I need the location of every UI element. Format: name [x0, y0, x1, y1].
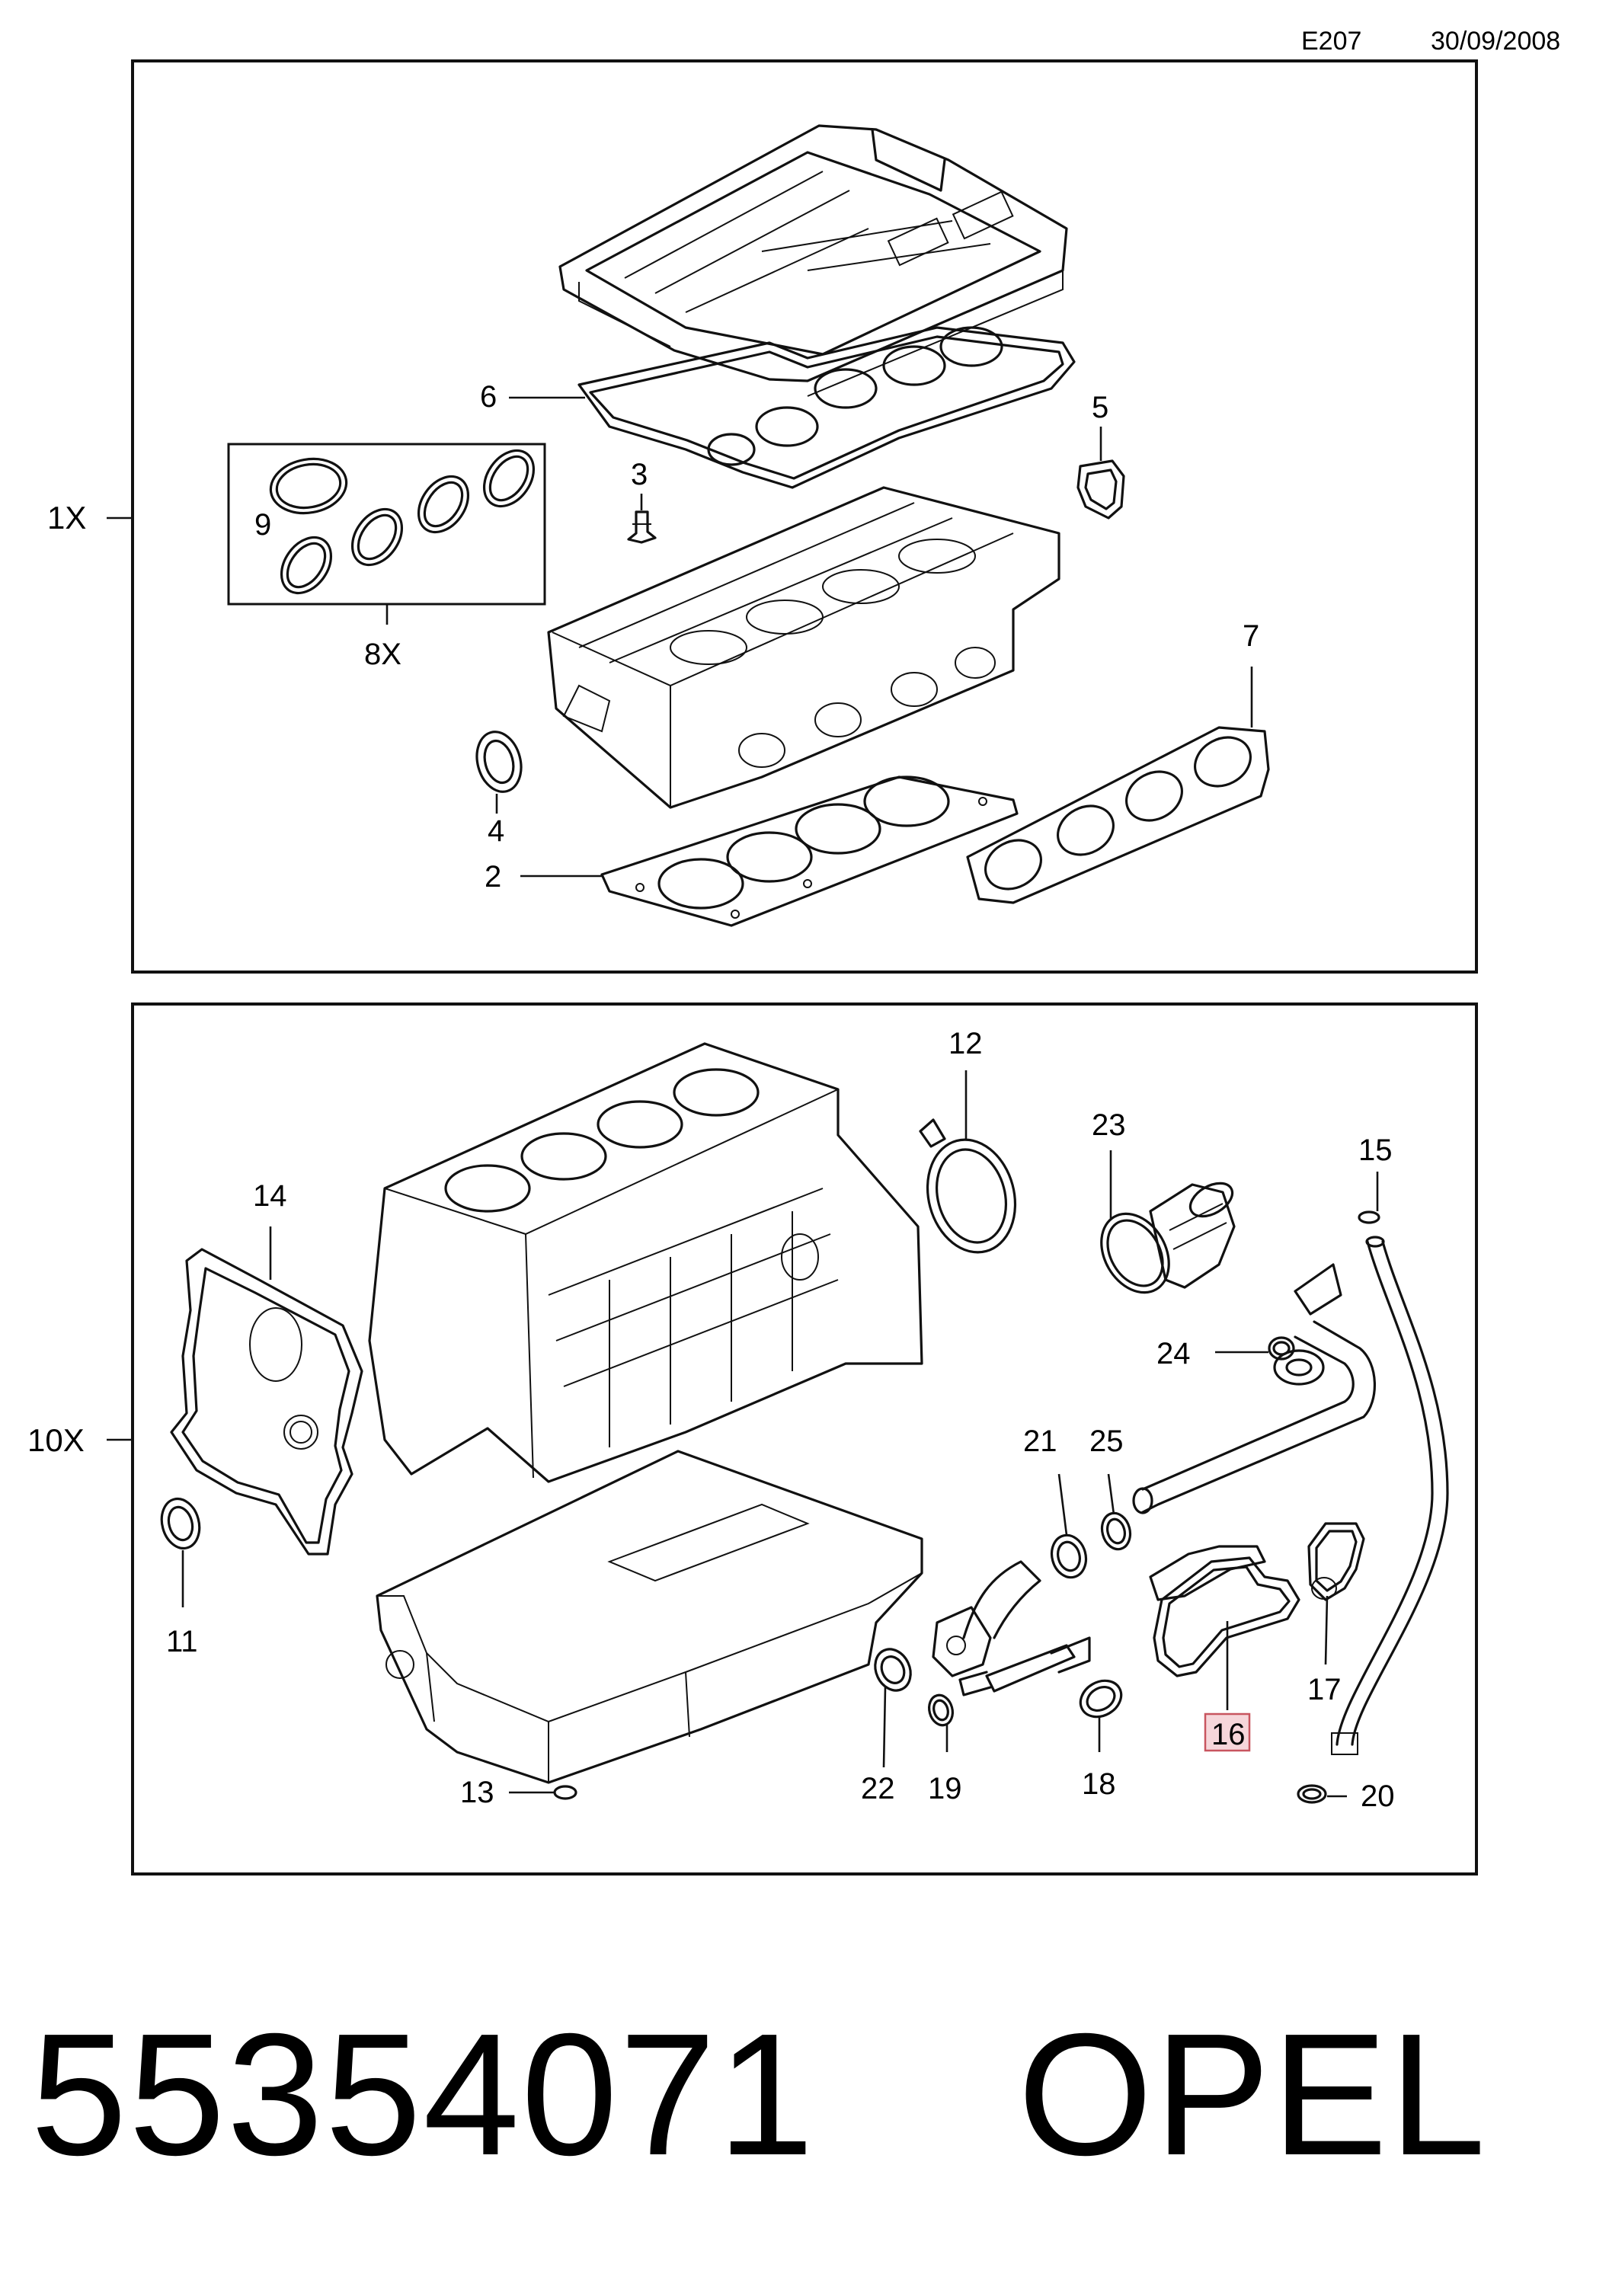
callout-2: 2 [485, 860, 501, 894]
callout-23: 23 [1092, 1108, 1126, 1142]
dipstick-tube-drawing [1331, 1236, 1449, 1755]
part-17-drawing [1307, 1522, 1365, 1601]
callout-5: 5 [1092, 391, 1108, 424]
callout-16: 16 [1211, 1718, 1246, 1751]
callout-11: 11 [166, 1625, 198, 1658]
callout-4: 4 [488, 814, 504, 848]
part-21-drawing [1050, 1533, 1088, 1579]
brand-name: OPEL [1017, 1998, 1488, 2192]
callout-24: 24 [1156, 1337, 1191, 1370]
callout-25: 25 [1089, 1425, 1124, 1458]
part-20-drawing [1297, 1784, 1327, 1804]
top-frame-1x [131, 59, 1478, 974]
bottom-frame-10x [131, 1003, 1478, 1875]
callout-12: 12 [948, 1027, 983, 1060]
part-11-drawing [160, 1497, 201, 1550]
part-4-drawing [475, 731, 523, 793]
front-cover-gasket-drawing [170, 1248, 363, 1556]
callout-14: 14 [253, 1179, 287, 1213]
part-16-drawing [1149, 1545, 1300, 1677]
footer-caption: 55354071 OPEL [30, 1996, 1487, 2195]
callout-6: 6 [480, 380, 497, 414]
part-23-drawing [1100, 1182, 1236, 1294]
diagram-date: 30/09/2008 [1431, 27, 1560, 56]
callout-20: 20 [1361, 1780, 1395, 1813]
oil-pipe-upper-drawing [1132, 1263, 1377, 1514]
part-number: 55354071 [30, 1998, 816, 2192]
callout-19: 19 [928, 1772, 962, 1805]
engine-block-drawing [368, 1042, 923, 1483]
callout-18: 18 [1082, 1767, 1116, 1801]
part-15-drawing [1358, 1210, 1380, 1224]
cam-cover-gasket-drawing [577, 326, 1076, 489]
callout-15: 15 [1358, 1134, 1393, 1167]
part-12-drawing [919, 1118, 1017, 1254]
part-19-drawing [928, 1693, 954, 1727]
oil-pan-drawing [376, 1450, 923, 1784]
part-18-drawing [1079, 1679, 1123, 1719]
part-3-drawing [627, 510, 657, 544]
part-13-drawing [553, 1785, 577, 1800]
group-label-10x: 10X [27, 1422, 85, 1458]
head-gasket-drawing [600, 775, 1019, 927]
callout-3: 3 [631, 458, 648, 491]
callout-9: 9 [254, 508, 271, 542]
part-24-drawing [1268, 1336, 1295, 1361]
callout-13: 13 [460, 1776, 494, 1809]
callout-21: 21 [1023, 1425, 1057, 1458]
exhaust-gasket-drawing [966, 726, 1270, 904]
part-25-drawing [1100, 1511, 1132, 1551]
part-9-rings [269, 449, 536, 595]
group-label-8x: 8X [364, 638, 401, 671]
callout-16-highlight [1204, 1712, 1251, 1752]
cylinder-head-drawing [547, 486, 1060, 809]
callout-17: 17 [1307, 1673, 1342, 1706]
group-label-1x: 1X [47, 500, 86, 536]
diagram-code: E207 [1301, 27, 1361, 56]
callout-7: 7 [1243, 619, 1259, 653]
part-5-drawing [1076, 459, 1125, 520]
part-22-drawing [874, 1648, 912, 1692]
cam-cover-drawing [558, 124, 1068, 397]
oil-pipe-lower-drawing [932, 1560, 1091, 1696]
callout-22: 22 [861, 1772, 895, 1805]
